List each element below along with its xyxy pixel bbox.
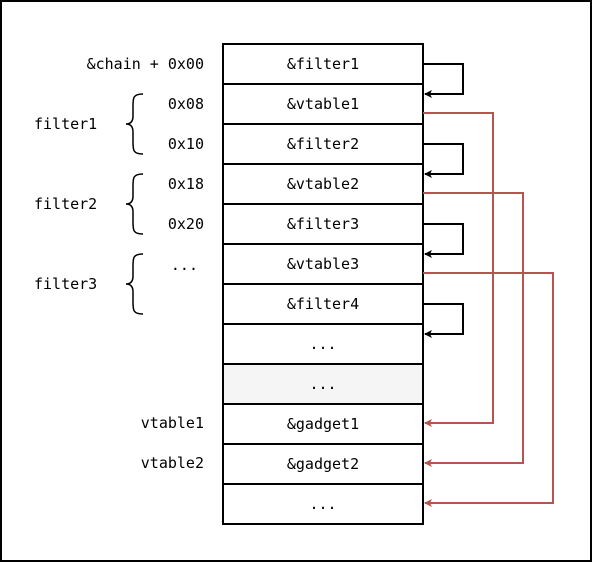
memory-cell-label: &vtable3 [287,255,359,273]
offset-label-0x08: 0x08 [168,95,204,113]
offset-label-0x20: 0x20 [168,215,204,233]
memory-cell-box [222,163,424,205]
brace-filter3 [125,253,144,315]
offset-label-0x00: &chain + 0x00 [87,55,204,73]
vtable-label-vtable2: vtable2 [141,454,204,472]
memory-cell: ... [222,483,424,525]
memory-cell-box [222,323,424,365]
offset-label-ellipsis: ... [171,256,198,274]
group-label-filter3: filter3 [34,275,97,293]
memory-cell: &vtable2 [222,163,424,205]
memory-cell-label: &filter3 [287,215,359,233]
offset-label-0x10: 0x10 [168,135,204,153]
memory-cell-label: &gadget1 [287,415,359,433]
memory-cell: &vtable1 [222,83,424,125]
memory-cell: ... [222,363,424,405]
memory-cell-label: &filter1 [287,55,359,73]
self-pointer-arrow-filter2 [423,143,464,178]
memory-cell-box [222,443,424,485]
memory-cell: &filter3 [222,203,424,245]
brace-filter2 [125,173,144,235]
memory-cell: &filter4 [222,283,424,325]
vtable1-pointer-arrow [423,112,494,427]
memory-cell-label: &vtable2 [287,175,359,193]
self-pointer-arrow-filter1 [423,63,464,98]
memory-cell-label: &vtable1 [287,95,359,113]
group-label-filter2: filter2 [34,195,97,213]
memory-cell-label: ... [309,375,336,393]
memory-cell: &gadget1 [222,403,424,445]
memory-cell-label: ... [309,495,336,513]
brace-filter1 [125,93,144,155]
vtable-label-vtable1: vtable1 [141,414,204,432]
memory-cell-label: &filter4 [287,295,359,313]
vtable3-pointer-arrow [423,272,554,507]
vtable2-pointer-arrow [423,192,524,467]
memory-cell-box [222,243,424,285]
memory-cell-label: &gadget2 [287,455,359,473]
memory-cell-label: ... [309,335,336,353]
memory-cell-box [222,483,424,525]
memory-cell: ... [222,323,424,365]
memory-cell: &filter1 [222,43,424,85]
memory-cell-box [222,83,424,125]
memory-cell-label: &filter2 [287,135,359,153]
self-pointer-arrow-filter4 [423,303,464,338]
memory-cell: &filter2 [222,123,424,165]
memory-cell: &gadget2 [222,443,424,485]
memory-cell-box [222,403,424,445]
self-pointer-arrow-filter3 [423,223,464,258]
offset-label-0x18: 0x18 [168,175,204,193]
memory-cell-box [222,43,424,85]
group-label-filter1: filter1 [34,115,97,133]
memory-cell: &vtable3 [222,243,424,285]
